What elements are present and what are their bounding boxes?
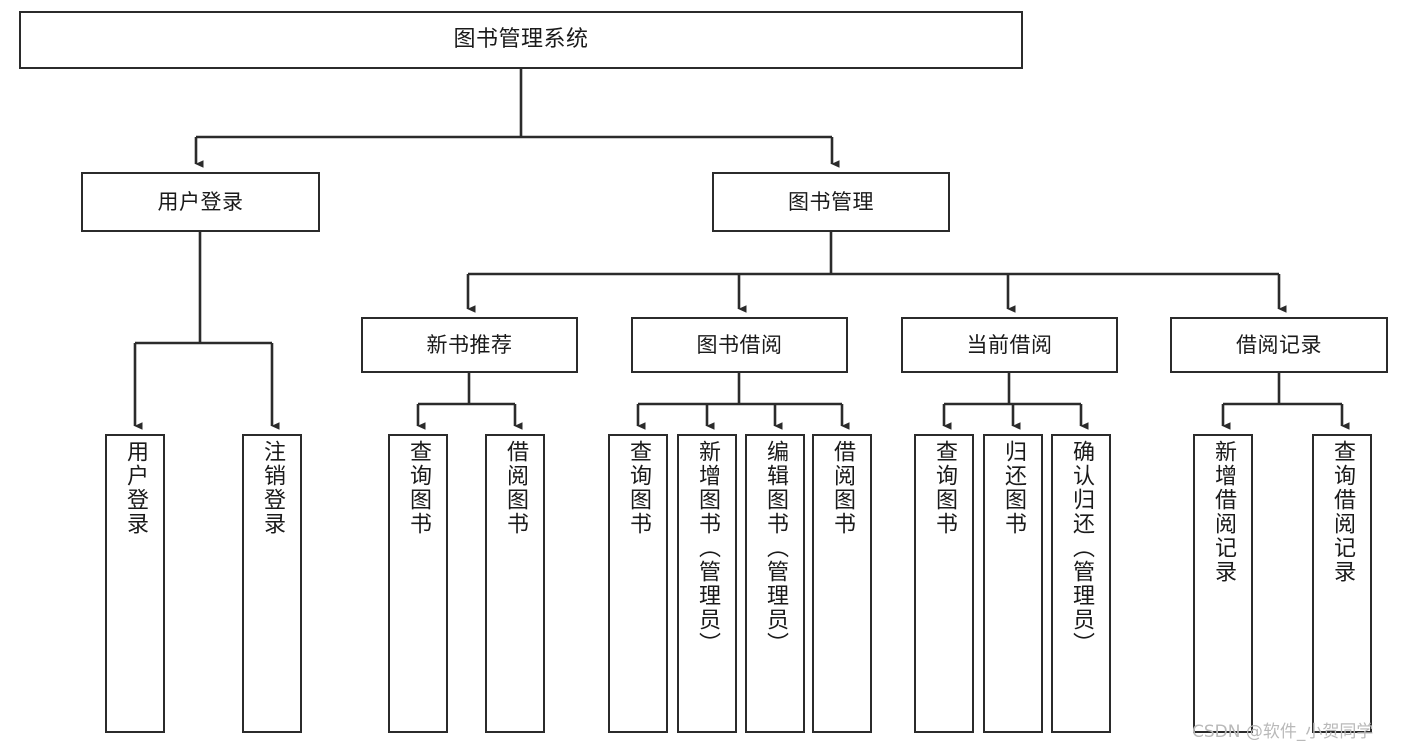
node-root[interactable]: 图书管理系统 — [19, 11, 1023, 69]
node-leaf-query-book-rec[interactable]: 查询图书 — [388, 434, 448, 733]
node-leaf-borrow-book-label: 借阅图书 — [830, 440, 855, 536]
node-root-label: 图书管理系统 — [453, 27, 589, 53]
node-leaf-user-logout-label: 注销登录 — [260, 440, 285, 536]
node-new-book-rec[interactable]: 新书推荐 — [361, 317, 578, 373]
node-book-borrow[interactable]: 图书借阅 — [631, 317, 848, 373]
node-user-login[interactable]: 用户登录 — [81, 172, 320, 232]
node-new-book-rec-label: 新书推荐 — [426, 332, 513, 357]
node-leaf-query-book-cur[interactable]: 查询图书 — [914, 434, 974, 733]
node-leaf-add-record[interactable]: 新增借阅记录 — [1193, 434, 1253, 733]
node-user-login-label: 用户登录 — [157, 189, 244, 214]
node-leaf-add-book-label: 新增图书（管理员） — [695, 440, 720, 656]
node-leaf-confirm-return-label: 确认归还（管理员） — [1069, 440, 1094, 656]
node-leaf-query-book-rec-label: 查询图书 — [406, 440, 431, 536]
node-leaf-edit-book-label: 编辑图书（管理员） — [763, 440, 788, 656]
node-leaf-add-book[interactable]: 新增图书（管理员） — [677, 434, 737, 733]
node-borrow-record-label: 借阅记录 — [1236, 332, 1322, 357]
node-leaf-query-record[interactable]: 查询借阅记录 — [1312, 434, 1372, 733]
node-book-manage[interactable]: 图书管理 — [712, 172, 950, 232]
node-leaf-borrow-book-rec[interactable]: 借阅图书 — [485, 434, 545, 733]
node-leaf-confirm-return[interactable]: 确认归还（管理员） — [1051, 434, 1111, 733]
node-borrow-record[interactable]: 借阅记录 — [1170, 317, 1388, 373]
node-leaf-borrow-book-rec-label: 借阅图书 — [503, 440, 528, 536]
node-leaf-user-logout[interactable]: 注销登录 — [242, 434, 302, 733]
node-book-borrow-label: 图书借阅 — [696, 332, 783, 357]
node-book-manage-label: 图书管理 — [788, 189, 874, 214]
node-leaf-user-login[interactable]: 用户登录 — [105, 434, 165, 733]
node-leaf-query-book-label: 查询图书 — [626, 440, 651, 536]
node-leaf-return-book-label: 归还图书 — [1001, 440, 1026, 536]
node-leaf-return-book[interactable]: 归还图书 — [983, 434, 1043, 733]
node-leaf-query-record-label: 查询借阅记录 — [1330, 440, 1355, 584]
node-leaf-borrow-book[interactable]: 借阅图书 — [812, 434, 872, 733]
node-leaf-query-book[interactable]: 查询图书 — [608, 434, 668, 733]
node-leaf-user-login-label: 用户登录 — [123, 440, 148, 536]
node-current-borrow[interactable]: 当前借阅 — [901, 317, 1118, 373]
node-leaf-add-record-label: 新增借阅记录 — [1211, 440, 1236, 584]
node-leaf-query-book-cur-label: 查询图书 — [932, 440, 957, 536]
node-leaf-edit-book[interactable]: 编辑图书（管理员） — [745, 434, 805, 733]
node-current-borrow-label: 当前借阅 — [966, 332, 1053, 357]
csdn-watermark: CSDN @软件_小贺同学 — [1192, 722, 1374, 742]
